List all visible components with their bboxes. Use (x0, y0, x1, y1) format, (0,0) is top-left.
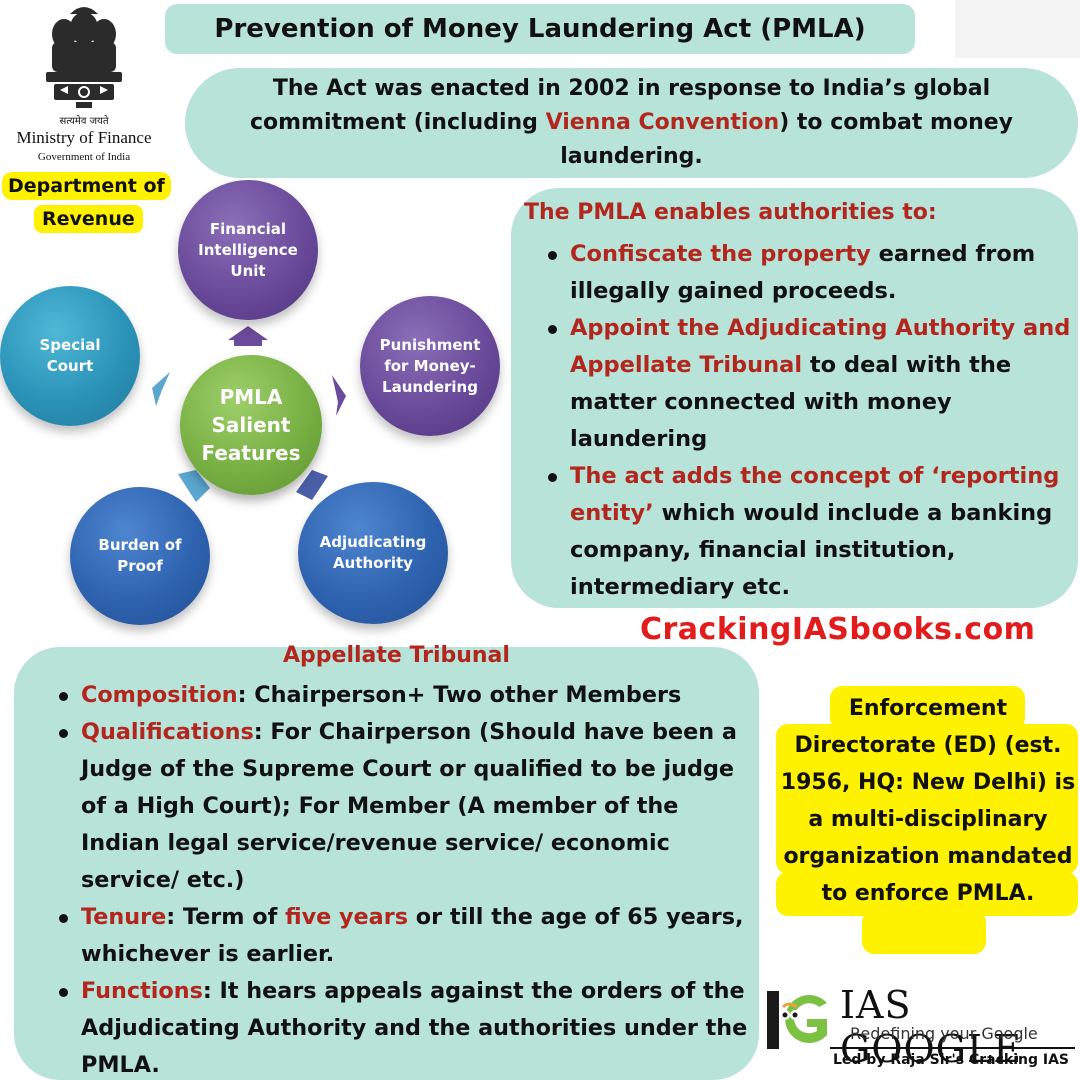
intro-text: The Act was enacted in 2002 in response … (233, 72, 1030, 174)
item-text: to deal with the matter connected with m… (570, 352, 1012, 452)
arrow-up-icon (228, 326, 268, 346)
national-emblem-logo (0, 0, 168, 168)
ed-highlight-bg (862, 910, 986, 954)
lion-capital-icon (46, 7, 122, 108)
item-highlight: Confiscate the property (570, 241, 871, 267)
arrow-right-icon (332, 375, 346, 416)
node-label: Punishment for Money-Laundering (379, 335, 481, 396)
ministry-name: Ministry of Finance (16, 128, 152, 147)
center-label: PMLA Salient Features (201, 385, 301, 465)
website-link[interactable]: CrackingIASbooks.com (640, 612, 1036, 647)
node-label: Adjudicating Authority (319, 533, 427, 572)
intro-text-end: ) to combat money laundering. (560, 110, 1014, 169)
enforcement-directorate-note: Enforcement Directorate (ED) (est. 1956,… (780, 696, 1076, 906)
node-adjudicating-authority: Adjudicating Authority (298, 482, 448, 624)
department-label-line1: Department of (2, 172, 171, 200)
node-burden-of-proof: Burden of Proof (70, 487, 210, 625)
item-text-end: or till the age of 65 years, whichever i… (81, 904, 744, 967)
enables-list: Confiscate the property earned from ille… (544, 236, 1074, 606)
node-punishment: Punishment for Money-Laundering (360, 296, 500, 436)
ed-highlight-bg (776, 872, 1078, 916)
item-highlight: five years (285, 904, 408, 930)
brand-led-by: Led by Raja Sir's Cracking IAS (833, 1052, 1069, 1068)
node-label: Special Court (39, 336, 101, 375)
appellate-list: Composition: Chairperson+ Two other Memb… (55, 677, 760, 1080)
arrow-left-icon (152, 372, 170, 406)
corner-panel (955, 0, 1080, 58)
arrow-down-right-icon (296, 470, 328, 500)
item-text: : Chairperson+ Two other Members (237, 682, 682, 708)
list-item: Qualifications: For Chairperson (Should … (55, 714, 760, 899)
node-center-salient-features: PMLA Salient Features (180, 355, 322, 495)
item-highlight: Appoint the Adjudicating Authority and A… (570, 315, 1071, 378)
item-text: which would include a banking company, f… (570, 500, 1053, 600)
item-text: earned from illegally gained proceeds. (570, 241, 1036, 304)
item-highlight: The act adds the concept of ‘reporting e… (570, 463, 1060, 526)
node-label: Burden of Proof (98, 536, 182, 575)
brand-tagline: Redefining your Google (850, 1024, 1038, 1043)
item-text: : Term of (166, 904, 286, 930)
list-item: Composition: Chairperson+ Two other Memb… (55, 677, 760, 714)
enables-heading: The PMLA enables authorities to: (524, 200, 937, 225)
page-title: Prevention of Money Laundering Act (PMLA… (165, 4, 915, 54)
department-label-line2: Revenue (34, 205, 143, 233)
ias-google-logo-icon (765, 985, 835, 1053)
ed-highlight-bg (776, 724, 1078, 874)
node-financial-intelligence-unit: Financial Intelligence Unit (178, 180, 318, 320)
diagram-arrows (152, 326, 346, 502)
item-label: Functions (81, 978, 203, 1004)
list-item: Functions: It hears appeals against the … (55, 973, 760, 1080)
item-label: Qualifications (81, 719, 254, 745)
appellate-heading: Appellate Tribunal (283, 643, 510, 668)
appellate-panel (14, 647, 759, 1080)
intro-text-start: The Act was enacted in 2002 in response … (249, 76, 991, 135)
intro-highlight: Vienna Convention (545, 110, 780, 135)
node-special-court: Special Court (0, 286, 140, 426)
item-label: Tenure (81, 904, 167, 930)
government-name: Government of India (37, 151, 131, 163)
list-item: Tenure: Term of five years or till the a… (55, 899, 760, 973)
item-text: : For Chairperson (Should have been a Ju… (81, 719, 737, 893)
list-item: Appoint the Adjudicating Authority and A… (544, 310, 1074, 458)
node-label: Financial Intelligence Unit (198, 219, 298, 280)
divider (830, 1047, 1075, 1049)
list-item: Confiscate the property earned from ille… (544, 236, 1074, 310)
list-item: The act adds the concept of ‘reporting e… (544, 458, 1074, 606)
intro-panel: The Act was enacted in 2002 in response … (185, 68, 1078, 178)
item-text: : It hears appeals against the orders of… (81, 978, 748, 1078)
emblem-motto: सत्यमेव जयते (59, 116, 109, 127)
enables-panel (511, 188, 1078, 608)
brand-name: IAS GOOGLE (840, 983, 1022, 1071)
item-label: Composition (81, 682, 238, 708)
arrow-down-left-icon (178, 470, 210, 502)
ed-highlight-bg (830, 686, 1025, 730)
